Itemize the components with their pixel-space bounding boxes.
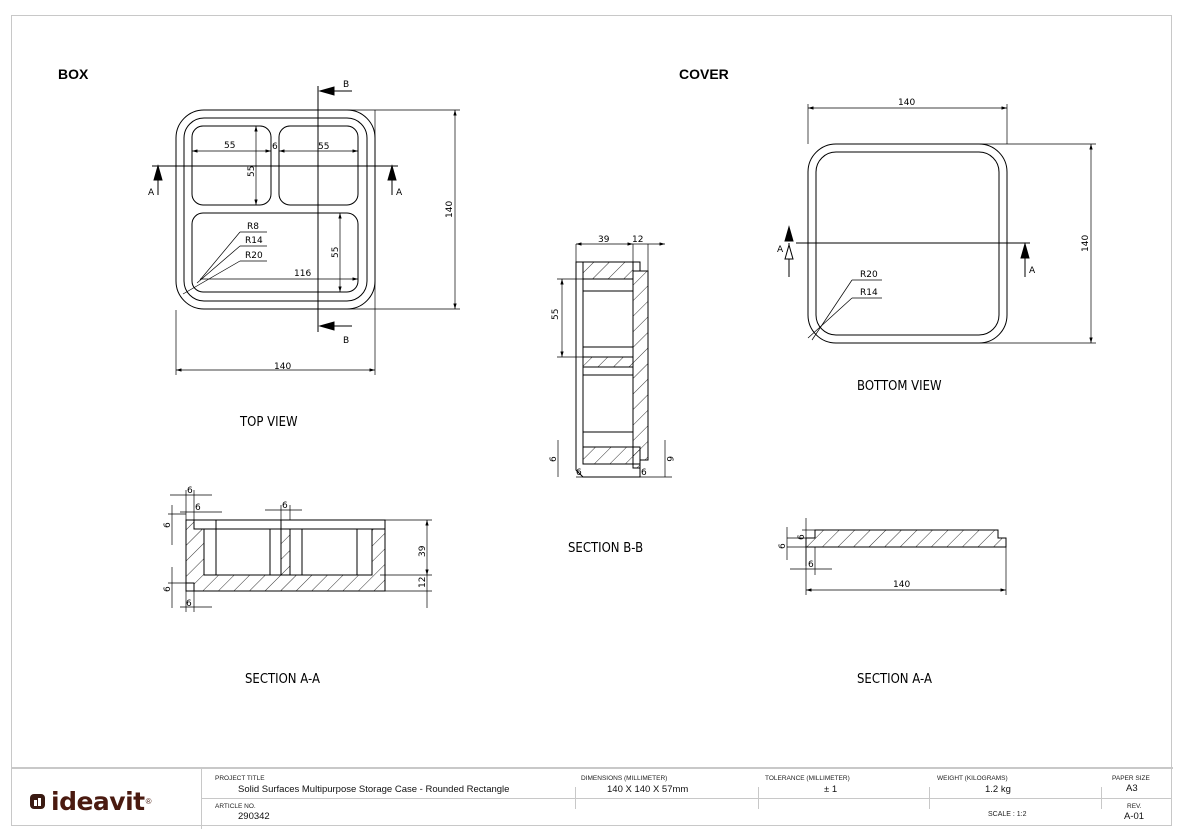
project-title-label: PROJECT TITLE [215, 775, 265, 782]
section-marker-b-bottom: B [343, 336, 349, 346]
weight-value: 1.2 kg [985, 784, 1011, 795]
dim-bb-compartment: 55 [551, 309, 561, 320]
dim-aa-step-h: 6 [186, 599, 192, 609]
cover-marker-a-right: A [1029, 266, 1036, 276]
logo-text: ideavit [51, 787, 145, 816]
dim-aa-base: 12 [418, 577, 428, 588]
dim-bb-step-right-h: 6 [641, 468, 647, 478]
bottom-view-caption: BOTTOM VIEW [857, 379, 942, 394]
rev-value: A-01 [1124, 811, 1145, 822]
box-section-bb [557, 242, 672, 478]
dim-compartment-left-width: 55 [224, 141, 235, 151]
dim-compartment-top-height: 55 [247, 166, 257, 177]
cover-section-aa [786, 518, 1007, 595]
dimensions-label: DIMENSIONS (MILLIMETER) [581, 775, 668, 782]
cover-marker-a-left: A [777, 245, 784, 255]
article-no: 290342 [238, 811, 270, 822]
box-top-view [152, 86, 460, 375]
dim-cover-thickness-upper: 6 [797, 534, 807, 540]
tolerance-label: TOLERANCE (MILLIMETER) [765, 775, 850, 782]
logo-mark-icon [30, 794, 45, 809]
dim-aa-step-v: 6 [163, 586, 173, 592]
section-marker-a-left: A [148, 188, 155, 198]
dim-bb-base: 12 [632, 235, 643, 245]
article-no-label: ARTICLE NO. [215, 803, 256, 810]
drawing-frame [11, 15, 1172, 826]
dim-bottom-compartment-width: 116 [294, 269, 311, 279]
dim-bb-step-right-v: 6 [664, 456, 674, 462]
weight-label: WEIGHT (KILOGRAMS) [937, 775, 1008, 782]
registered-mark: ® [145, 797, 152, 806]
radius-r20: R20 [245, 251, 263, 261]
dim-cover-thickness-total: 6 [778, 543, 788, 549]
dim-aa-wall-inner: 6 [195, 503, 201, 513]
box-outline-inner [183, 117, 368, 302]
section-marker-a-right: A [396, 188, 403, 198]
dim-cover-step: 6 [808, 560, 814, 570]
box-section-aa [168, 490, 432, 612]
box-heading: BOX [58, 66, 89, 82]
cover-bottom-view [784, 104, 1096, 344]
scale-value: SCALE : 1:2 [988, 811, 1027, 818]
radius-r8: R8 [247, 222, 259, 232]
project-title: Solid Surfaces Multipurpose Storage Case… [238, 784, 510, 795]
dim-compartment-gap: 6 [272, 142, 278, 152]
cover-section-aa-caption: SECTION A-A [857, 672, 932, 687]
section-marker-b-top: B [343, 80, 349, 90]
paper-size-label: PAPER SIZE [1112, 775, 1150, 782]
paper-size-value: A3 [1126, 783, 1138, 794]
dim-bb-depth: 39 [598, 235, 610, 245]
box-section-aa-caption: SECTION A-A [245, 672, 320, 687]
top-view-caption: TOP VIEW [240, 415, 298, 430]
dim-cover-height: 140 [1081, 235, 1091, 252]
radius-r14: R14 [245, 236, 263, 246]
title-block: PROJECT TITLE Solid Surfaces Multipurpos… [11, 767, 1173, 829]
compartment-bottom [191, 212, 359, 293]
dim-bb-step-left-v: 6 [549, 456, 559, 462]
dim-aa-lip: 6 [163, 522, 173, 528]
dim-box-height: 140 [445, 201, 455, 218]
rev-label: REV. [1127, 803, 1142, 810]
dim-compartment-bottom-height: 55 [331, 247, 341, 258]
dim-bb-step-left-h: 6 [576, 468, 582, 478]
dim-box-width: 140 [274, 362, 291, 372]
section-bb-caption: SECTION B-B [568, 541, 644, 556]
ideavit-logo: ideavit ® [30, 787, 152, 816]
dim-compartment-right-width: 55 [318, 142, 329, 152]
dim-aa-divider: 6 [282, 501, 288, 511]
dim-cover-length: 140 [893, 580, 910, 590]
cover-radius-r20: R20 [860, 270, 878, 280]
dim-aa-depth: 39 [418, 545, 428, 557]
tolerance-value: ± 1 [824, 784, 838, 795]
dim-aa-wall-outer: 6 [187, 486, 193, 496]
dim-cover-width: 140 [898, 98, 915, 108]
cover-radius-r14: R14 [860, 288, 878, 298]
dimensions-value: 140 X 140 X 57mm [607, 784, 689, 795]
cover-heading: COVER [679, 66, 729, 82]
